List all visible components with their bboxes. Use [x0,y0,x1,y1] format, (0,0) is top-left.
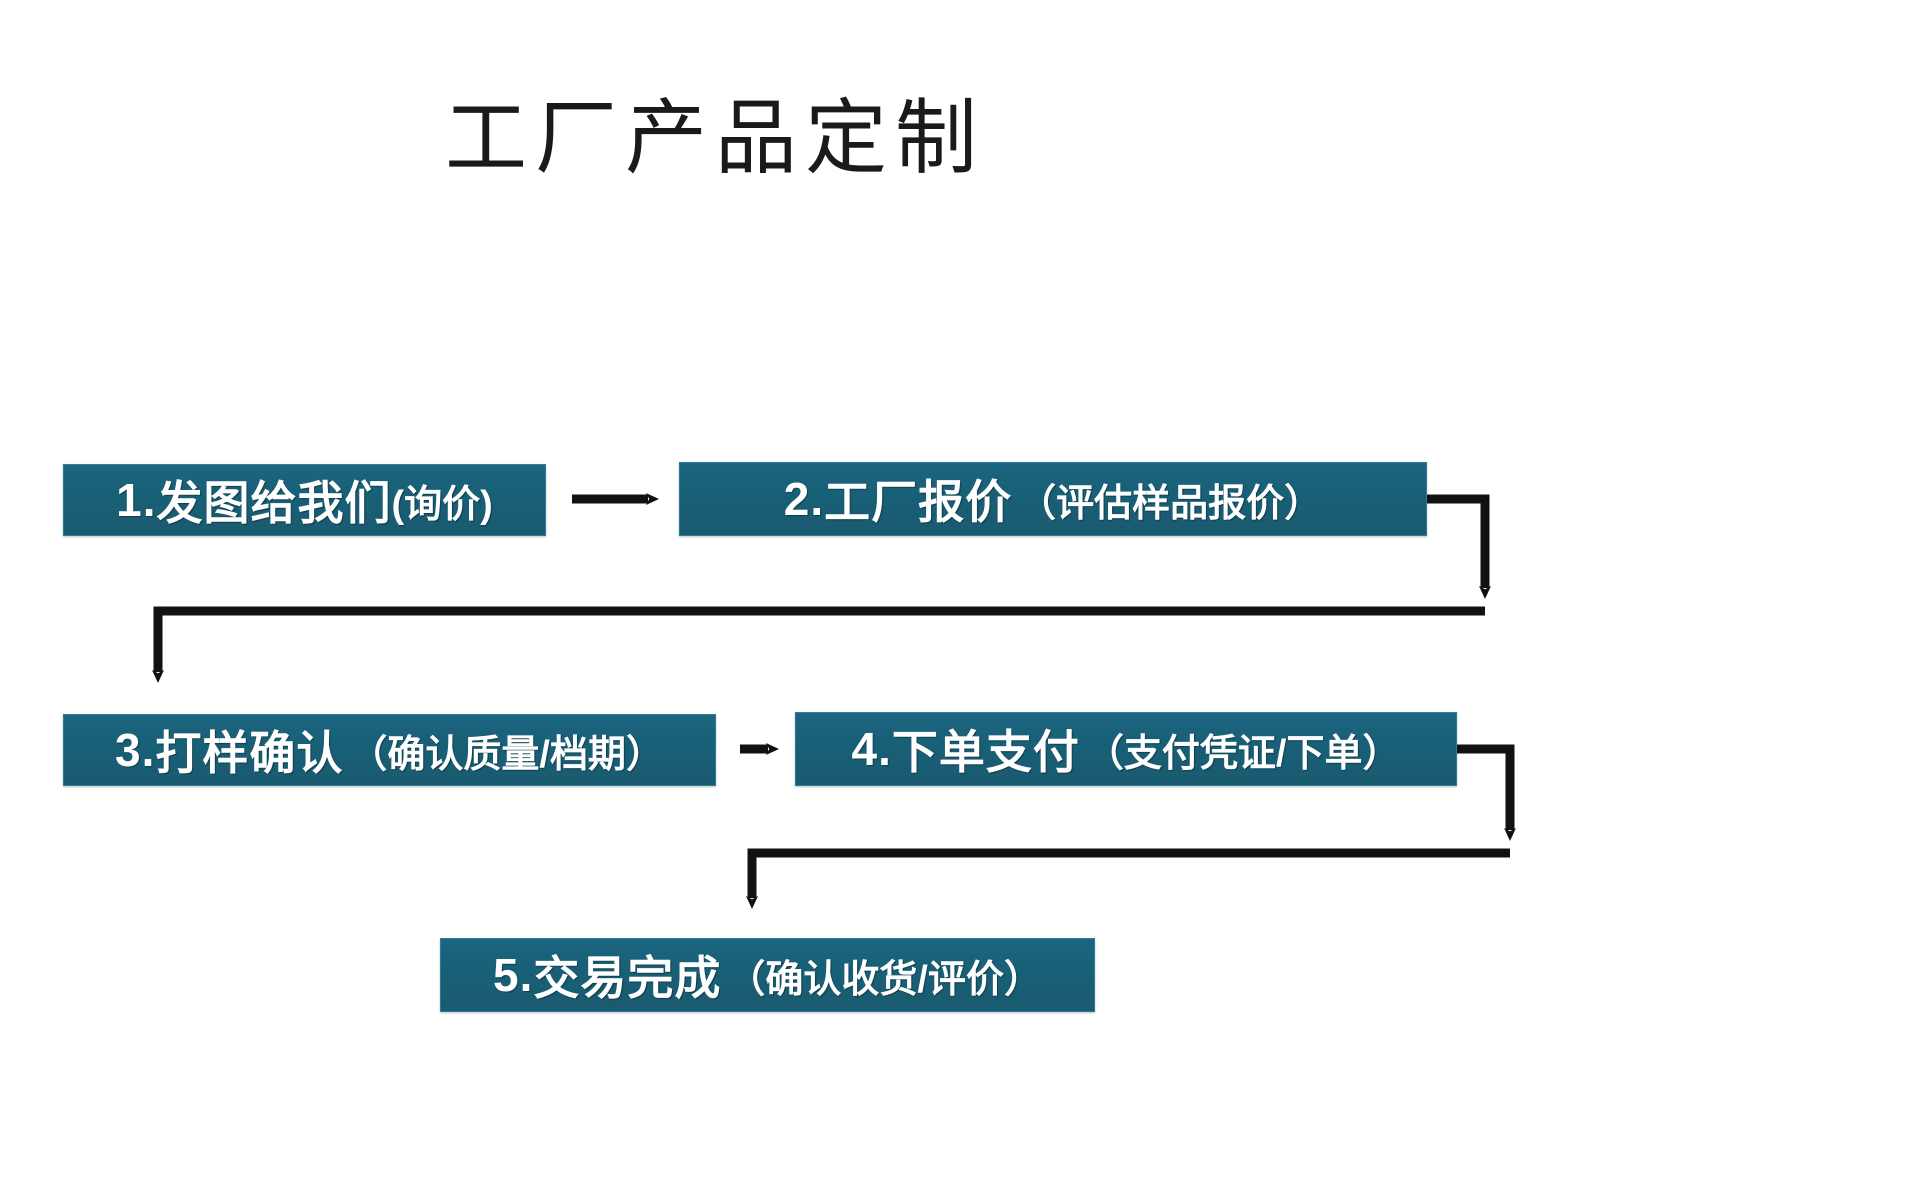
flow-step-3-note: （确认质量/档期） [349,733,664,776]
flow-step-1-note: (询价) [391,483,493,526]
flow-step-2-note: （评估样品报价） [1018,482,1323,525]
flow-step-1-number: 1. [116,474,157,526]
flow-step-4-note: （支付凭证/下单） [1085,732,1401,775]
flow-step-3[interactable]: 3. 打样确认 （确认质量/档期） [63,714,716,786]
flow-step-3-number: 3. [115,724,156,776]
flow-step-1-label: 发图给我们 [156,477,392,529]
flow-step-4[interactable]: 4. 下单支付 （支付凭证/下单） [795,712,1457,786]
flow-step-5-label: 交易完成 [533,952,722,1004]
flow-step-5-number: 5. [493,949,534,1001]
flow-step-5[interactable]: 5. 交易完成 （确认收货/评价） [440,938,1095,1012]
flow-step-2[interactable]: 2. 工厂报价 （评估样品报价） [679,462,1427,536]
flow-step-4-number: 4. [851,723,892,775]
page-title: 工厂产品定制 [444,93,985,184]
flow-step-2-label: 工厂报价 [824,476,1013,528]
flow-step-1[interactable]: 1. 发图给我们 (询价) [63,464,546,536]
flow-step-5-note: （确认收货/评价） [727,958,1042,1001]
flow-step-2-number: 2. [783,473,825,525]
flow-step-3-label: 打样确认 [155,727,344,779]
flow-step-4-label: 下单支付 [891,726,1080,778]
